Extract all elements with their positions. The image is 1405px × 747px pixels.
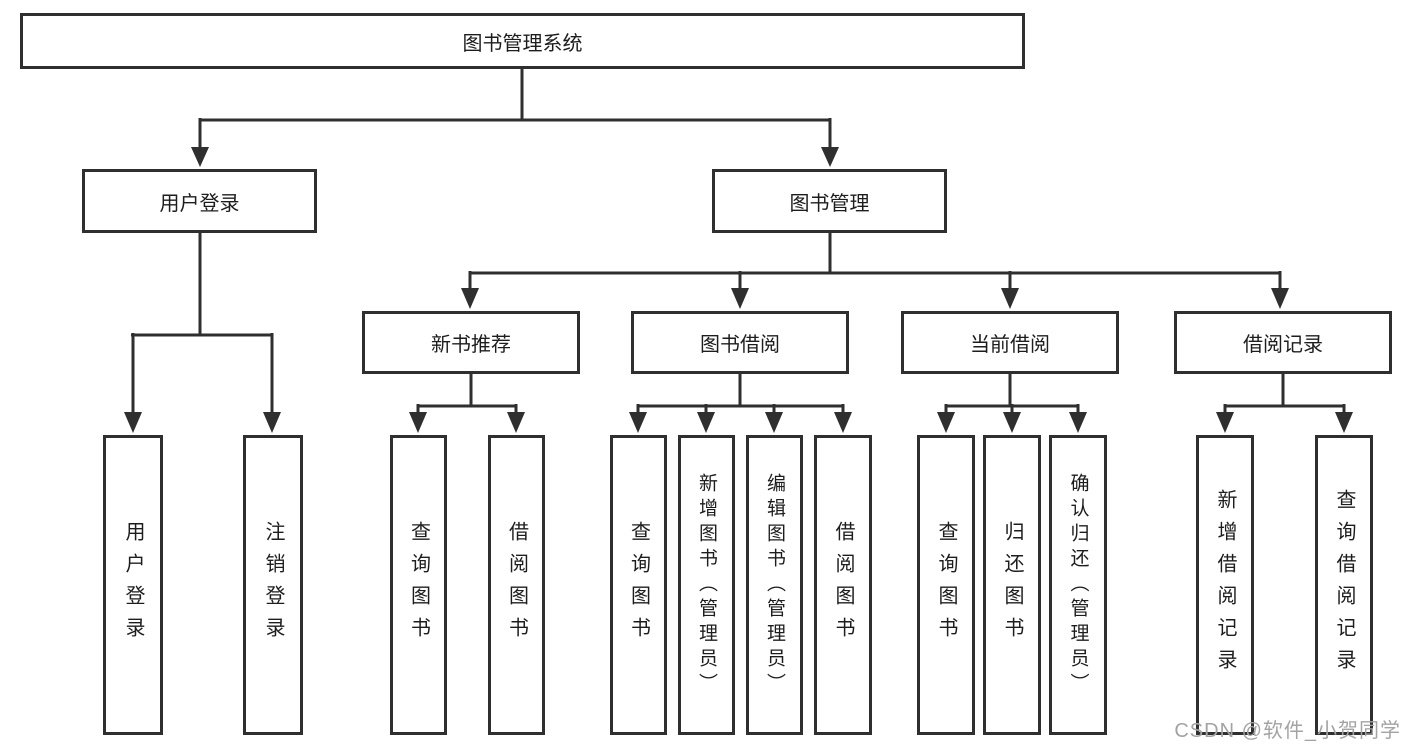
csdn-watermark: CSDN @软件_小贺同学 xyxy=(1174,720,1401,742)
leaf-borrow-books-recommend: 借阅图书 xyxy=(488,435,545,735)
node-book-borrow: 图书借阅 xyxy=(631,311,849,374)
node-root-label: 图书管理系统 xyxy=(462,32,583,55)
node-borrow-records: 借阅记录 xyxy=(1174,311,1392,374)
leaf-borrow-books-label: 借阅图书 xyxy=(832,521,854,649)
leaf-query-books-recommend-label: 查询图书 xyxy=(407,521,430,649)
leaf-user-login: 用户登录 xyxy=(103,435,163,735)
node-user-login: 用户登录 xyxy=(82,169,317,233)
leaf-query-borrow-record: 查询借阅记录 xyxy=(1315,435,1373,735)
leaf-confirm-return-admin: 确认归还（管理员） xyxy=(1049,435,1107,735)
leaf-query-books-borrow: 查询图书 xyxy=(610,435,667,735)
leaf-confirm-return-admin-label: 确认归还（管理员） xyxy=(1067,472,1089,698)
leaf-return-books-label: 归还图书 xyxy=(1001,521,1023,649)
leaf-borrow-books: 借阅图书 xyxy=(814,435,872,735)
node-borrow-records-label: 借阅记录 xyxy=(1243,334,1323,356)
leaf-borrow-books-recommend-label: 借阅图书 xyxy=(505,521,528,649)
leaf-query-books-current-label: 查询图书 xyxy=(935,521,957,649)
node-current-borrow-label: 当前借阅 xyxy=(970,334,1050,356)
leaf-add-borrow-record-label: 新增借阅记录 xyxy=(1214,489,1236,681)
node-book-management: 图书管理 xyxy=(712,169,947,233)
leaf-add-book-admin-label: 新增图书（管理员） xyxy=(696,472,717,698)
leaf-logout-label: 注销登录 xyxy=(262,521,284,649)
leaf-return-books: 归还图书 xyxy=(983,435,1041,735)
leaf-query-books-current: 查询图书 xyxy=(917,435,975,735)
leaf-edit-book-admin-label: 编辑图书（管理员） xyxy=(764,472,785,698)
node-root: 图书管理系统 xyxy=(20,13,1025,69)
leaf-add-borrow-record: 新增借阅记录 xyxy=(1196,435,1254,735)
leaf-edit-book-admin: 编辑图书（管理员） xyxy=(746,435,803,735)
node-new-book-recommend-label: 新书推荐 xyxy=(431,334,511,356)
leaf-query-books-borrow-label: 查询图书 xyxy=(627,521,650,649)
leaf-logout: 注销登录 xyxy=(243,435,303,735)
node-book-borrow-label: 图书借阅 xyxy=(700,334,780,356)
leaf-add-book-admin: 新增图书（管理员） xyxy=(678,435,735,735)
node-new-book-recommend: 新书推荐 xyxy=(362,311,580,374)
leaf-query-books-recommend: 查询图书 xyxy=(390,435,447,735)
leaf-query-borrow-record-label: 查询借阅记录 xyxy=(1333,489,1355,681)
node-book-management-label: 图书管理 xyxy=(789,192,870,215)
leaf-user-login-label: 用户登录 xyxy=(122,521,144,649)
node-user-login-label: 用户登录 xyxy=(159,192,240,215)
node-current-borrow: 当前借阅 xyxy=(901,311,1119,374)
